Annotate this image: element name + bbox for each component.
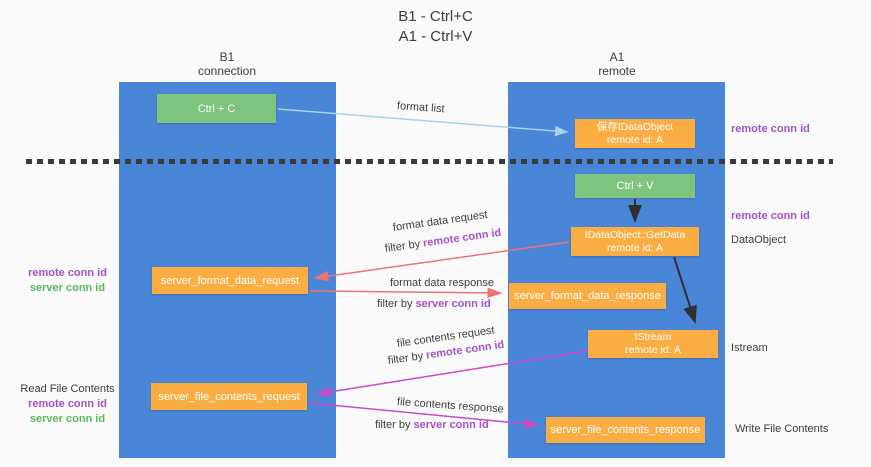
- lane-header-b1: B1 connection: [157, 50, 297, 78]
- annotation-left-remote-conn-id-2: remote conn id: [28, 398, 107, 410]
- annotation-remote-conn-id-2: remote conn id: [731, 210, 810, 222]
- label-filter-by-text: filter by: [375, 419, 411, 431]
- annotation-istream: Istream: [731, 342, 768, 354]
- lane-b1-subtitle: connection: [197, 64, 257, 78]
- lane-a1-name: A1: [609, 50, 625, 64]
- node-istream-remote-id: remote id: A: [624, 344, 682, 356]
- node-save-idataobject-remote-id: remote id: A: [606, 133, 664, 146]
- node-getdata-title: IDataObject::GetData: [584, 228, 686, 241]
- node-server-file-contents-request: server_file_contents_request: [151, 383, 307, 410]
- node-ctrl-c-label: Ctrl + C: [197, 102, 236, 115]
- annotation-left-server-conn-id-2: server conn id: [29, 413, 106, 425]
- lane-b1-name: B1: [219, 50, 235, 64]
- annotation-read-file-contents: Read File Contents: [20, 383, 115, 395]
- node-save-idataobject: 保存IDataObject remote id: A: [575, 119, 695, 148]
- node-server-format-data-request: server_format_data_request: [152, 267, 308, 294]
- annotation-dataobject: DataObject: [731, 234, 787, 246]
- annotation-left-server-conn-id-1: server conn id: [29, 282, 106, 294]
- title-line-1: B1 - Ctrl+C: [398, 8, 473, 25]
- node-server-format-data-response: server_format_data_response: [509, 283, 666, 309]
- label-server-conn-id-text: server conn id: [413, 419, 489, 431]
- node-file-response-label: server_file_contents_response: [550, 424, 701, 436]
- arrow-format-data-response: [309, 287, 503, 299]
- node-getdata-remote-id: remote id: A: [606, 241, 664, 254]
- node-ctrl-c: Ctrl + C: [157, 94, 276, 123]
- label-remote-conn-id-text: remote conn id: [422, 226, 503, 250]
- title-line-2: A1 - Ctrl+V: [398, 28, 473, 45]
- node-save-idataobject-title: 保存IDataObject: [596, 120, 674, 133]
- node-file-request-label: server_file_contents_request: [158, 390, 300, 403]
- annotation-group-format: remote conn id server conn id: [15, 266, 120, 296]
- lane-header-a1: A1 remote: [547, 50, 687, 78]
- diagram-title: B1 - Ctrl+C A1 - Ctrl+V: [0, 7, 871, 47]
- label-filter-by-text: filter by: [384, 238, 421, 255]
- node-format-response-label: server_format_data_response: [514, 290, 661, 302]
- label-format-data-response: format data response: [390, 277, 494, 289]
- phase-separator-dashed-line: [26, 159, 833, 164]
- annotation-remote-conn-id-1: remote conn id: [731, 123, 810, 135]
- node-idataobject-getdata: IDataObject::GetData remote id: A: [571, 227, 699, 256]
- label-file-contents-response: file contents response: [396, 396, 505, 416]
- annotation-group-file: Read File Contents remote conn id server…: [15, 382, 120, 427]
- annotation-left-remote-conn-id-1: remote conn id: [28, 267, 107, 279]
- node-istream-title: IStream: [634, 331, 672, 343]
- label-server-conn-id-text: server conn id: [415, 298, 491, 310]
- node-server-file-contents-response: server_file_contents_response: [546, 417, 705, 443]
- label-filter-by-text: filter by: [377, 298, 413, 310]
- node-ctrl-v-label: Ctrl + V: [616, 180, 654, 192]
- label-format-list: format list: [396, 100, 445, 116]
- node-format-request-label: server_format_data_request: [160, 274, 300, 287]
- annotation-write-file-contents: Write File Contents: [735, 423, 829, 435]
- node-istream: IStream remote id: A: [588, 330, 718, 358]
- label-filter-by-text: filter by: [387, 350, 424, 367]
- lane-a1-subtitle: remote: [598, 64, 636, 78]
- node-ctrl-v: Ctrl + V: [575, 174, 695, 198]
